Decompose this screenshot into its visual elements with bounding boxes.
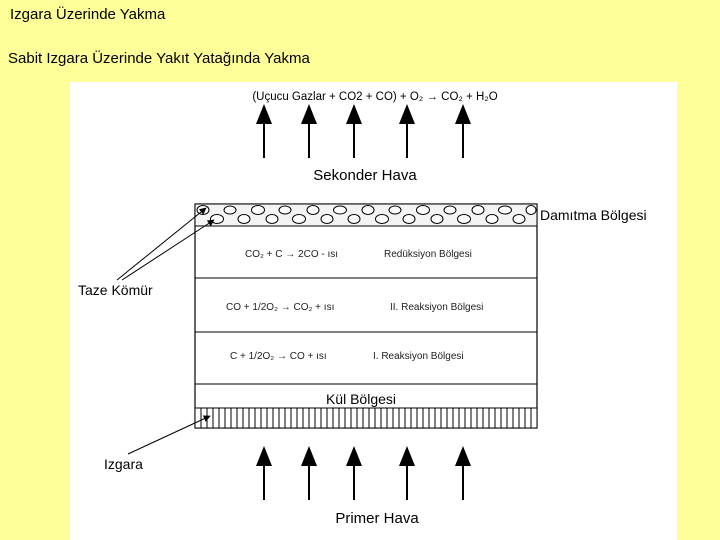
first-reaction-zone-reaction: C + 1/2O₂ → CO + ısı	[230, 351, 327, 362]
arrow-head-icon	[256, 104, 272, 124]
distillation-zone-label: Damıtma Bölgesi	[540, 207, 647, 223]
top-equation: (Uçucu Gazlar + CO2 + CO) + O₂ → CO₂ + H…	[252, 91, 497, 103]
grate-bars	[194, 407, 538, 429]
arrow-head-icon	[256, 446, 272, 466]
furnace-bed	[194, 203, 538, 429]
diagram-svg: (Uçucu Gazlar + CO2 + CO) + O₂ → CO₂ + H…	[78, 91, 647, 527]
arrow-head-icon	[399, 446, 415, 466]
arrow-head-icon	[455, 104, 471, 124]
grate-label: Izgara	[104, 456, 143, 472]
arrow-head-icon	[455, 446, 471, 466]
primary-air-label: Primer Hava	[335, 510, 419, 527]
combustion-diagram: (Uçucu Gazlar + CO2 + CO) + O₂ → CO₂ + H…	[70, 82, 677, 540]
second-reaction-zone-reaction: CO + 1/2O₂ → CO₂ + ısı	[226, 302, 334, 313]
arrow-head-icon	[399, 104, 415, 124]
reduction-zone-label: Redüksiyon Bölgesi	[384, 249, 472, 260]
coal-pebble-layer	[194, 203, 538, 227]
arrow-head-icon	[346, 446, 362, 466]
fresh-coal-leader	[121, 219, 215, 281]
primary-air-arrows	[256, 446, 471, 500]
first-reaction-zone-label: I. Reaksiyon Bölgesi	[373, 351, 464, 362]
fresh-coal-leader	[116, 207, 207, 281]
ash-zone-label: Kül Bölgesi	[326, 391, 396, 407]
reduction-zone-reaction: CO₂ + C → 2CO - ısı	[245, 249, 338, 260]
grate-leader	[127, 415, 211, 455]
arrow-head-icon	[301, 104, 317, 124]
secondary-air-label: Sekonder Hava	[313, 167, 417, 184]
arrow-head-icon	[301, 446, 317, 466]
slide-title: Izgara Üzerinde Yakma	[10, 6, 166, 23]
fresh-coal-label: Taze Kömür	[78, 282, 153, 298]
secondary-air-arrows	[256, 104, 471, 158]
second-reaction-zone-label: II. Reaksiyon Bölgesi	[390, 302, 483, 313]
slide-subtitle: Sabit Izgara Üzerinde Yakıt Yatağında Ya…	[8, 50, 310, 67]
arrow-head-icon	[346, 104, 362, 124]
